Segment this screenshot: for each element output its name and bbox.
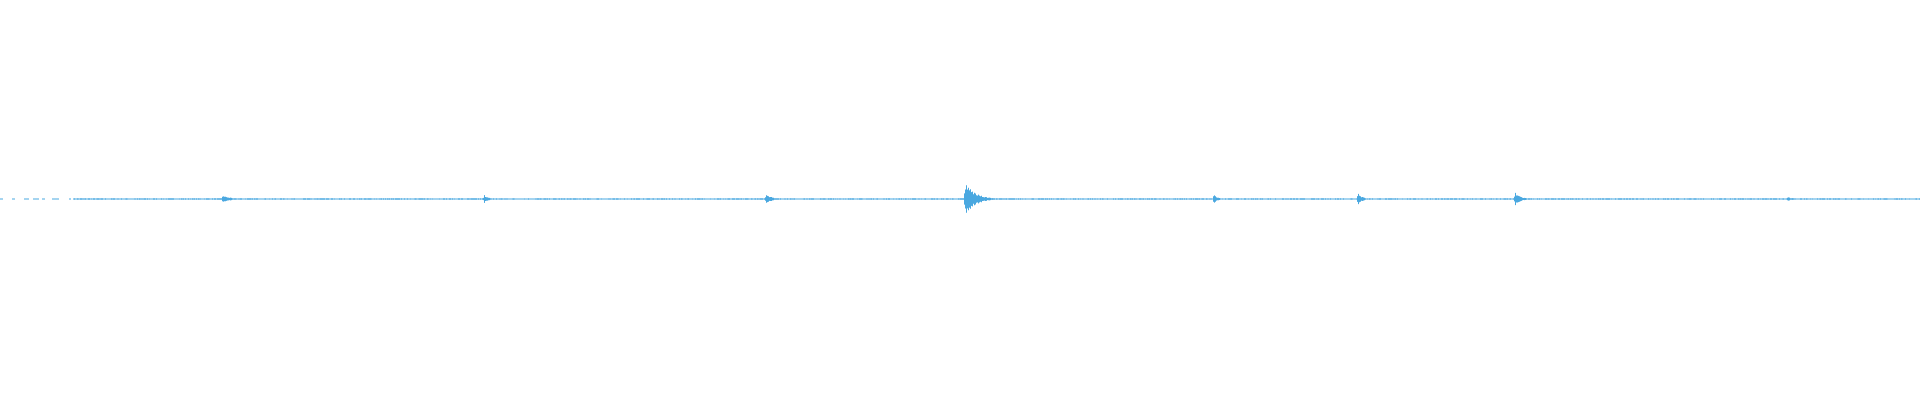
waveform-trace	[73, 185, 1920, 213]
